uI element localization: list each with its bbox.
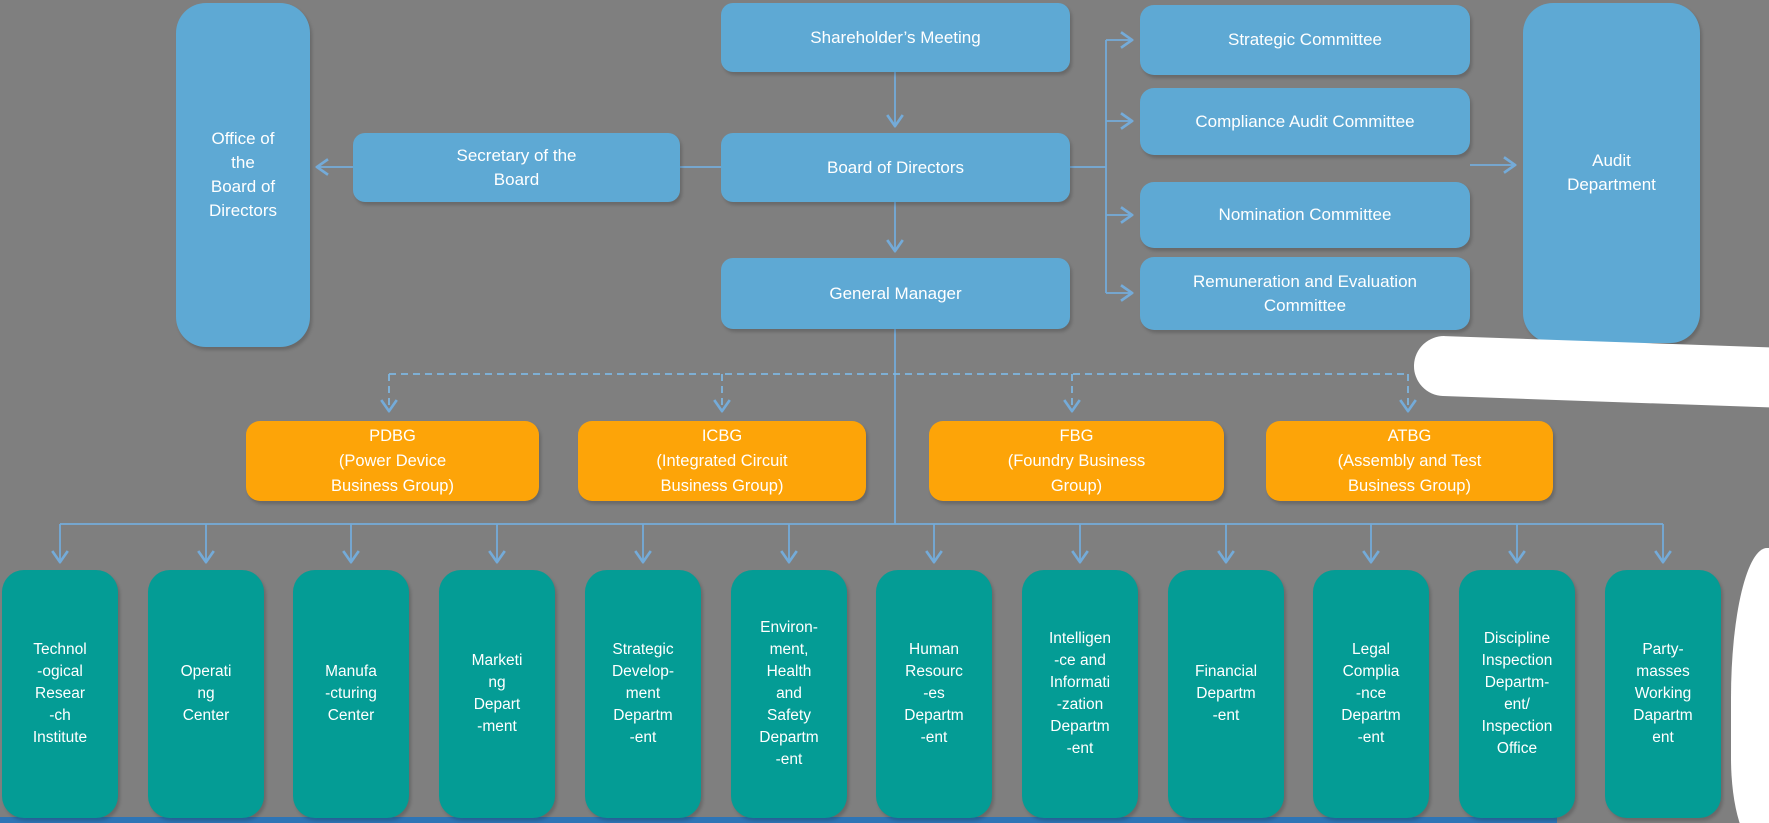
committee-nomination: Nomination Committee (1140, 182, 1470, 248)
department-technological-research-institute: Technol -ogical Resear -ch Institute (2, 570, 118, 818)
department-environment-health-safety: Environ- ment, Health and Safety Departm… (731, 570, 847, 818)
department-intelligence-informatization: Intelligen -ce and Informati -zation Dep… (1022, 570, 1138, 818)
business-group-icbg: ICBG (Integrated Circuit Business Group) (578, 421, 866, 501)
node-office-of-the-board: Office of the Board of Directors (176, 3, 310, 347)
node-general-manager: General Manager (721, 258, 1070, 329)
business-group-fbg: FBG (Foundry Business Group) (929, 421, 1224, 501)
node-shareholders-meeting: Shareholder’s Meeting (721, 3, 1070, 72)
department-strategic-development: Strategic Develop- ment Departm -ent (585, 570, 701, 818)
committee-compliance-audit: Compliance Audit Committee (1140, 88, 1470, 155)
bottom-bar (0, 817, 1557, 823)
business-group-atbg: ATBG (Assembly and Test Business Group) (1266, 421, 1553, 501)
department-party-masses-working: Party- masses Working Dapartm ent (1605, 570, 1721, 818)
department-financial: Financial Departm -ent (1168, 570, 1284, 818)
department-legal-compliance: Legal Complia -nce Departm -ent (1313, 570, 1429, 818)
department-manufacturing-center: Manufa -cturing Center (293, 570, 409, 818)
department-discipline-inspection: Discipline Inspection Departm- ent/ Insp… (1459, 570, 1575, 818)
node-secretary-of-the-board: Secretary of the Board (353, 133, 680, 202)
committee-remuneration-evaluation: Remuneration and Evaluation Committee (1140, 257, 1470, 330)
node-board-of-directors: Board of Directors (721, 133, 1070, 202)
node-audit-department: Audit Department (1523, 3, 1700, 343)
department-operating-center: Operati ng Center (148, 570, 264, 818)
business-group-pdbg: PDBG (Power Device Business Group) (246, 421, 539, 501)
committee-strategic: Strategic Committee (1140, 5, 1470, 75)
department-marketing: Marketi ng Depart -ment (439, 570, 555, 818)
department-human-resources: Human Resourc -es Departm -ent (876, 570, 992, 818)
